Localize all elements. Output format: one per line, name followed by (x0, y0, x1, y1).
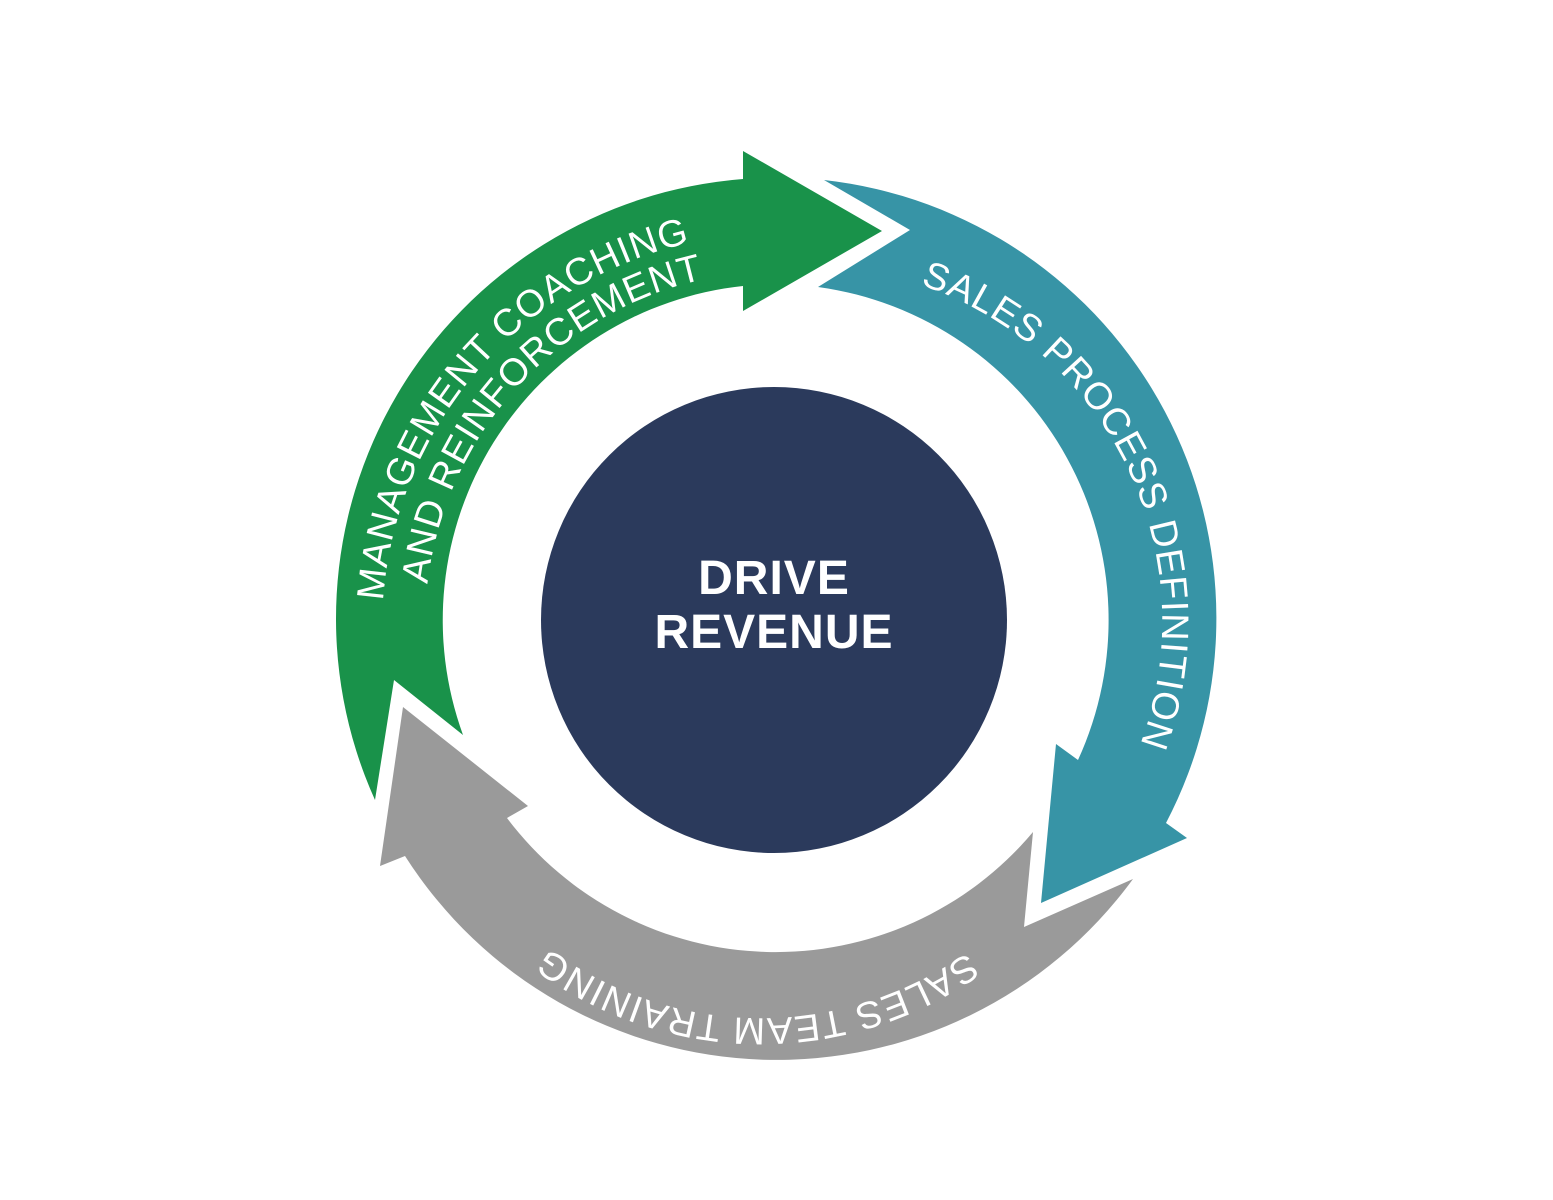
center-hub: DRIVE REVENUE (541, 387, 1007, 853)
green-arrow-shape (336, 151, 882, 800)
center-label-line1: DRIVE (698, 552, 850, 605)
center-circle (541, 387, 1007, 853)
segment-sales-team-training: SALES TEAM TRAINING (380, 707, 1133, 1060)
center-label-line2: REVENUE (654, 606, 893, 659)
gray-arrow-shape (380, 707, 1133, 1060)
teal-arrow-shape (818, 180, 1217, 903)
